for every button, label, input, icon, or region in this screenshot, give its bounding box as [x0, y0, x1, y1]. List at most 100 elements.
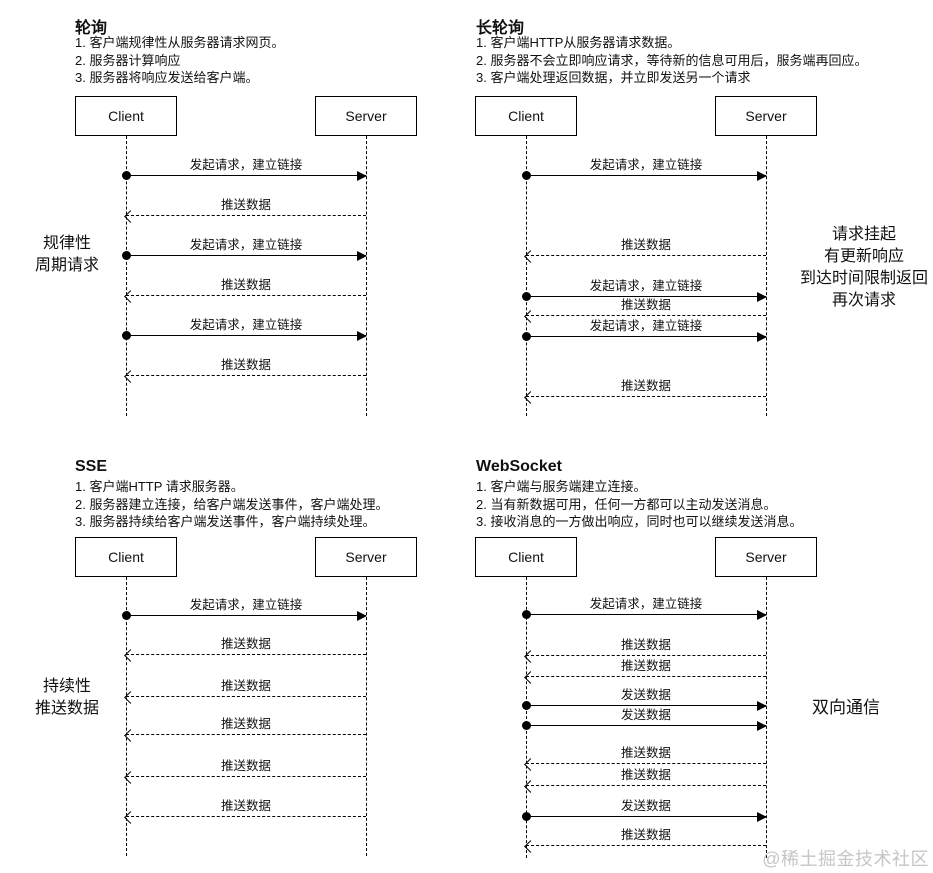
arrow-line-dashed [126, 734, 366, 735]
annotation-line: 请求挂起 [831, 226, 896, 243]
desc-line: 1. 客户端与服务端建立连接。 [476, 479, 647, 494]
push-arrow: 推送数据 [524, 379, 766, 404]
message-label: 推送数据 [220, 759, 271, 773]
arrow-line-dashed [526, 255, 766, 256]
message-label: 发起请求，建立链接 [589, 319, 703, 333]
arrow-line-solid [526, 816, 766, 817]
send-arrow: 发送数据 [522, 688, 767, 711]
push-arrow: 推送数据 [124, 679, 366, 704]
arrow-line-dashed [526, 315, 766, 316]
arrow-line-solid [526, 336, 766, 337]
arrow-line-solid [526, 725, 766, 726]
arrowhead-right-icon [357, 251, 367, 261]
polling-side-annotation: 规律性 周期请求 [10, 233, 124, 277]
client-lifeline [126, 136, 127, 416]
desc-line: 3. 接收消息的一方做出响应，同时也可以继续发送消息。 [476, 514, 803, 529]
arrow-origin-dot [122, 331, 131, 340]
message-label: 发送数据 [620, 688, 671, 702]
message-label: 推送数据 [220, 799, 271, 813]
client-label: Client [108, 108, 144, 124]
arrow-origin-dot [522, 171, 531, 180]
arrow-line-dashed [126, 295, 366, 296]
push-arrow: 推送数据 [124, 358, 366, 383]
long-polling-description: 1. 客户端HTTP从服务器请求数据。 2. 服务器不会立即响应请求，等待新的信… [476, 34, 867, 87]
desc-line: 1. 客户端规律性从服务器请求网页。 [75, 35, 285, 50]
desc-line: 3. 服务器持续给客户端发送事件，客户端持续处理。 [75, 514, 376, 529]
message-label: 推送数据 [220, 198, 271, 212]
server-label: Server [745, 549, 787, 565]
long-polling-side-annotation: 请求挂起 有更新响应 到达时间限制返回 再次请求 [795, 224, 933, 312]
arrowhead-right-icon [757, 812, 767, 822]
message-label: 推送数据 [220, 637, 271, 651]
arrow-line-solid [526, 175, 766, 176]
push-arrow: 推送数据 [524, 238, 766, 263]
arrow-line-solid [126, 255, 366, 256]
watermark: @稀土掘金技术社区 [762, 849, 929, 869]
server-box: Server [715, 96, 817, 136]
server-lifeline [766, 136, 767, 416]
arrow-line-dashed [126, 654, 366, 655]
push-arrow: 推送数据 [524, 828, 766, 853]
desc-line: 2. 服务器建立连接，给客户端发送事件，客户端处理。 [75, 496, 389, 512]
message-label: 推送数据 [620, 828, 671, 842]
message-label: 发起请求，建立链接 [189, 318, 303, 332]
message-label: 推送数据 [620, 659, 671, 673]
message-label: 推送数据 [220, 717, 271, 731]
message-label: 发起请求，建立链接 [189, 238, 303, 252]
arrow-line-dashed [526, 763, 766, 764]
websocket-side-annotation: 双向通信 [798, 697, 894, 719]
annotation-line: 有更新响应 [823, 248, 904, 265]
arrow-line-dashed [126, 816, 366, 817]
message-label: 推送数据 [620, 379, 671, 393]
arrow-line-solid [126, 175, 366, 176]
desc-line: 3. 客户端处理返回数据，并立即发送另一个请求 [476, 70, 751, 85]
client-lifeline [526, 577, 527, 858]
desc-line: 2. 当有新数据可用，任何一方都可以主动发送消息。 [476, 496, 777, 512]
websocket-title: WebSocket [476, 458, 562, 475]
annotation-line: 再次请求 [831, 292, 896, 309]
desc-line: 2. 服务器不会立即响应请求，等待新的信息可用后，服务端再回应。 [476, 52, 868, 68]
arrow-origin-dot [522, 332, 531, 341]
arrow-line-dashed [526, 655, 766, 656]
arrow-origin-dot [522, 701, 531, 710]
client-lifeline [126, 577, 127, 856]
arrowhead-right-icon [757, 171, 767, 181]
push-arrow: 推送数据 [124, 637, 366, 662]
server-box: Server [315, 537, 417, 577]
request-arrow: 发起请求，建立链接 [522, 597, 767, 620]
server-lifeline [766, 577, 767, 858]
request-arrow: 发起请求，建立链接 [522, 158, 767, 181]
annotation-line: 规律性 [42, 235, 91, 252]
arrow-origin-dot [122, 251, 131, 260]
client-box: Client [475, 96, 577, 136]
arrow-line-solid [526, 705, 766, 706]
desc-line: 2. 服务器计算响应 [75, 52, 181, 68]
client-box: Client [75, 96, 177, 136]
arrowhead-right-icon [357, 171, 367, 181]
arrow-origin-dot [522, 292, 531, 301]
message-label: 推送数据 [220, 278, 271, 292]
arrow-line-solid [526, 614, 766, 615]
server-label: Server [745, 108, 787, 124]
arrow-line-dashed [126, 696, 366, 697]
arrow-origin-dot [522, 721, 531, 730]
polling-title: 轮询 [75, 20, 108, 37]
message-label: 发送数据 [620, 799, 671, 813]
push-arrow: 推送数据 [124, 799, 366, 824]
arrowhead-right-icon [757, 292, 767, 302]
client-box: Client [475, 537, 577, 577]
message-label: 推送数据 [620, 768, 671, 782]
arrow-line-dashed [526, 845, 766, 846]
push-arrow: 推送数据 [124, 717, 366, 742]
arrowhead-right-icon [357, 331, 367, 341]
annotation-line: 推送数据 [34, 700, 99, 717]
message-label: 推送数据 [620, 298, 671, 312]
annotation-line: 周期请求 [34, 257, 99, 274]
request-arrow: 发起请求，建立链接 [122, 598, 367, 621]
client-label: Client [108, 549, 144, 565]
message-label: 推送数据 [220, 679, 271, 693]
server-label: Server [345, 549, 387, 565]
arrow-origin-dot [122, 171, 131, 180]
message-label: 发送数据 [620, 708, 671, 722]
